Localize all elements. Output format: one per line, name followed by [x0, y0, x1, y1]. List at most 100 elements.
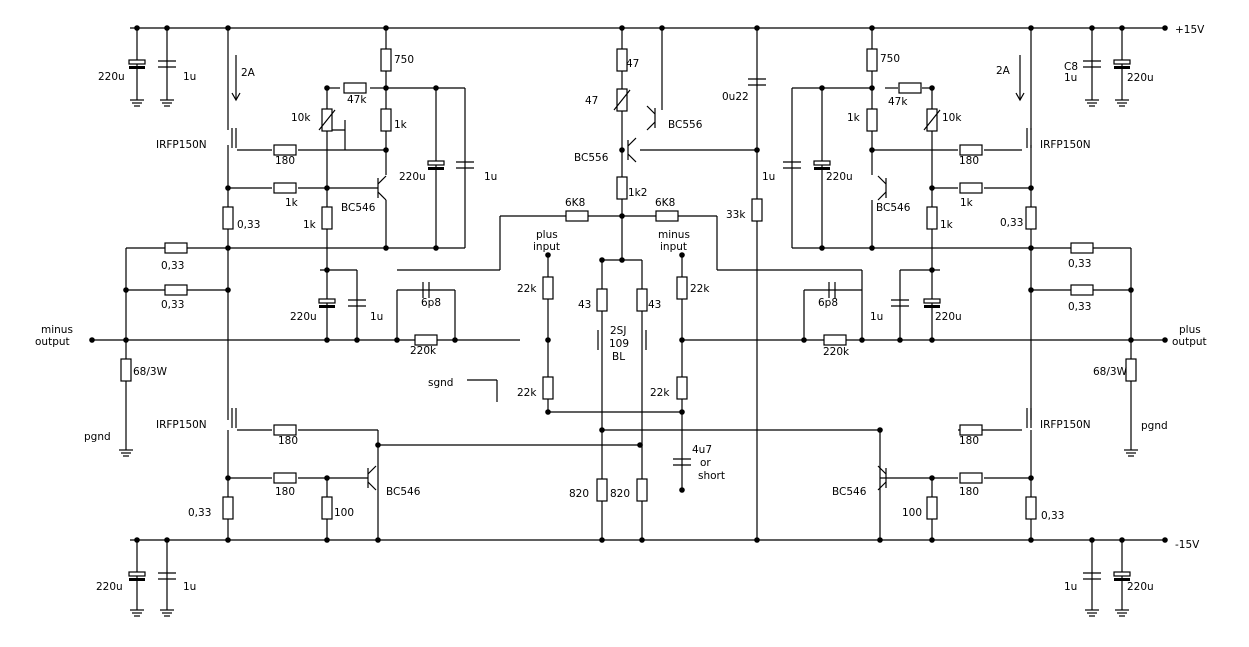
junction-35: [123, 287, 129, 293]
r-right-1k-base: 1k: [960, 197, 974, 209]
junction-37: [324, 267, 330, 273]
cap-left-bias: 1u: [484, 171, 497, 183]
resistor-12: [676, 376, 688, 400]
cap-left-fb-e: 220u: [290, 311, 317, 323]
ecap-body-0: [128, 59, 146, 65]
bc546-right-bottom-label: BC546: [832, 486, 867, 498]
arrow-head-1: [1015, 92, 1025, 102]
cap-supply-rt-e: 220u: [1127, 72, 1154, 84]
ecap-body-5: [318, 298, 336, 304]
cap-supply-lt-e: 220u: [98, 71, 125, 83]
resistor-18: [866, 108, 878, 132]
junction-4: [619, 25, 625, 31]
junction-67: [869, 245, 875, 251]
r-right-1k-top: 1k: [847, 112, 861, 124]
resistor-34: [655, 210, 679, 222]
negative-rail-label: -15V: [1175, 539, 1200, 551]
minus-input-label-2: input: [660, 241, 687, 253]
r-center-43-l: 43: [578, 299, 591, 311]
resistor-17: [866, 48, 878, 72]
mosfet-left-top-label: IRFP150N: [156, 139, 207, 151]
junction-49: [545, 409, 551, 415]
r-left-1k-base: 1k: [285, 197, 299, 209]
junction-79: [1028, 475, 1034, 481]
resistor-14: [636, 288, 648, 312]
jfet-label-2: 109: [609, 338, 629, 350]
r-in-plus-bot: 22k: [517, 387, 537, 399]
cap-supply-lt: 1u: [183, 71, 196, 83]
bjt-c-2: [877, 175, 887, 185]
junction-47: [545, 252, 551, 258]
junction-55: [679, 409, 685, 415]
junction-56: [599, 427, 605, 433]
junction-22: [1028, 537, 1034, 543]
resistor-11: [676, 276, 688, 300]
cap-left-bias-e: 220u: [399, 171, 426, 183]
junction-34: [433, 245, 439, 251]
junction-62: [929, 85, 935, 91]
mosfet-right-bottom-label: IRFP150N: [1040, 419, 1091, 431]
arrow-head-0: [231, 92, 241, 102]
junction-dots: [89, 25, 1168, 543]
junction-28: [324, 85, 330, 91]
current-2a-left: 2A: [241, 67, 256, 79]
pot-arrow-0: [318, 109, 336, 131]
bc546-left-top-label: BC546: [341, 202, 376, 214]
junction-29: [383, 147, 389, 153]
wire-network: [90, 27, 1165, 610]
resistor-25: [343, 82, 367, 94]
resistor-10: [542, 376, 554, 400]
resistor-7: [616, 176, 628, 200]
resistor-20: [1025, 206, 1037, 230]
resistor-19: [926, 206, 938, 230]
r-left-033-bot: 0,33: [188, 507, 211, 519]
junction-18: [639, 537, 645, 543]
cap-right-6p8: 6p8: [818, 297, 838, 309]
junction-44: [225, 475, 231, 481]
r-right-100: 100: [902, 507, 922, 519]
mosfet-right-top-label: IRFP150N: [1040, 139, 1091, 151]
junction-17: [599, 537, 605, 543]
junction-52: [619, 213, 625, 219]
junction-36: [225, 287, 231, 293]
r-right-033-bot: 0,33: [1041, 510, 1064, 522]
r-center-1k2: 1k2: [628, 187, 647, 199]
resistor-9: [542, 276, 554, 300]
junction-73: [897, 337, 903, 343]
pgnd-left-label: pgnd: [84, 431, 111, 443]
junction-69: [1028, 287, 1034, 293]
r-left-033-b: 0,33: [161, 299, 184, 311]
resistor-27: [273, 182, 297, 194]
r-right-10k: 10k: [942, 112, 962, 124]
junction-1: [164, 25, 170, 31]
cap-0u22: 0u22: [722, 91, 749, 103]
resistor-4: [222, 496, 234, 520]
r-right-750: 750: [880, 53, 900, 65]
bjt-e-5: [627, 153, 637, 163]
resistor-2: [321, 206, 333, 230]
junction-61: [819, 85, 825, 91]
junction-25: [1162, 537, 1168, 543]
minus-input-label-1: minus: [658, 229, 690, 241]
junction-32: [225, 245, 231, 251]
ecap-body-2: [1113, 59, 1131, 65]
junction-41: [452, 337, 458, 343]
junction-78: [929, 475, 935, 481]
resistor-29: [164, 284, 188, 296]
junction-21: [929, 537, 935, 543]
bjt-c-0: [377, 175, 387, 185]
resistor-0: [380, 48, 392, 72]
bc556-lower-label: BC556: [574, 152, 609, 164]
resistor-39: [1070, 284, 1094, 296]
resistor-21: [1025, 496, 1037, 520]
resistor-31: [273, 424, 297, 436]
bjt-c-4: [646, 105, 656, 115]
junction-65: [1028, 185, 1034, 191]
junction-72: [929, 337, 935, 343]
cap-right-fb: 1u: [870, 311, 883, 323]
junction-24: [1119, 537, 1125, 543]
junction-30: [324, 185, 330, 191]
junction-75: [801, 337, 807, 343]
pot-arrow-1: [923, 109, 941, 131]
